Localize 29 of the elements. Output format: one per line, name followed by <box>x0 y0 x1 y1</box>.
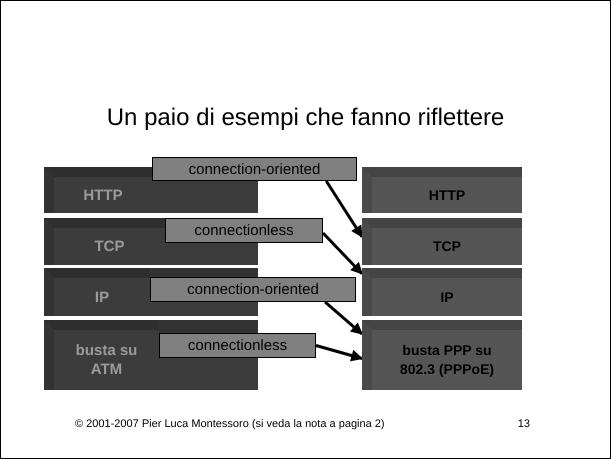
protocol-layer-block <box>44 218 165 265</box>
protocol-layer-block <box>44 268 150 316</box>
footer-note: © 2001-2007 Pier Luca Montessoro (si veda la nota a pagina 2) <box>75 418 385 430</box>
protocol-layer-block <box>362 268 522 316</box>
protocol-layer-block <box>44 167 152 213</box>
page-number: 13 <box>516 418 530 430</box>
layer-name: TCP <box>433 237 461 256</box>
layer-name: HTTP <box>428 186 466 204</box>
layer-name: IP <box>440 288 454 306</box>
layer-name: HTTP <box>83 186 123 204</box>
protocol-layer-block <box>362 167 522 213</box>
connection-type-tag: connectionless <box>159 333 316 358</box>
arrow <box>324 180 364 238</box>
arrow <box>324 300 363 336</box>
protocol-layer-block <box>362 218 522 265</box>
protocol-layer-block <box>165 243 258 265</box>
layer-name: IP <box>94 288 110 306</box>
connection-type-tag: connection-oriented <box>152 157 357 181</box>
protocol-layer-block <box>44 320 159 390</box>
connection-type-tag: connectionless <box>165 218 323 243</box>
layer-name: TCP <box>94 237 124 256</box>
slide-title: Un paio di esempi che fanno riflettere <box>106 104 506 132</box>
protocol-layer-block <box>152 181 258 213</box>
connection-type-tag: connection-oriented <box>150 277 356 302</box>
layer-name: busta su ATM <box>74 341 138 379</box>
arrow <box>322 232 364 275</box>
arrow <box>316 344 364 362</box>
protocol-layer-block <box>362 320 522 390</box>
layer-name: busta PPP su 802.3 (PPPoE) <box>398 341 496 379</box>
